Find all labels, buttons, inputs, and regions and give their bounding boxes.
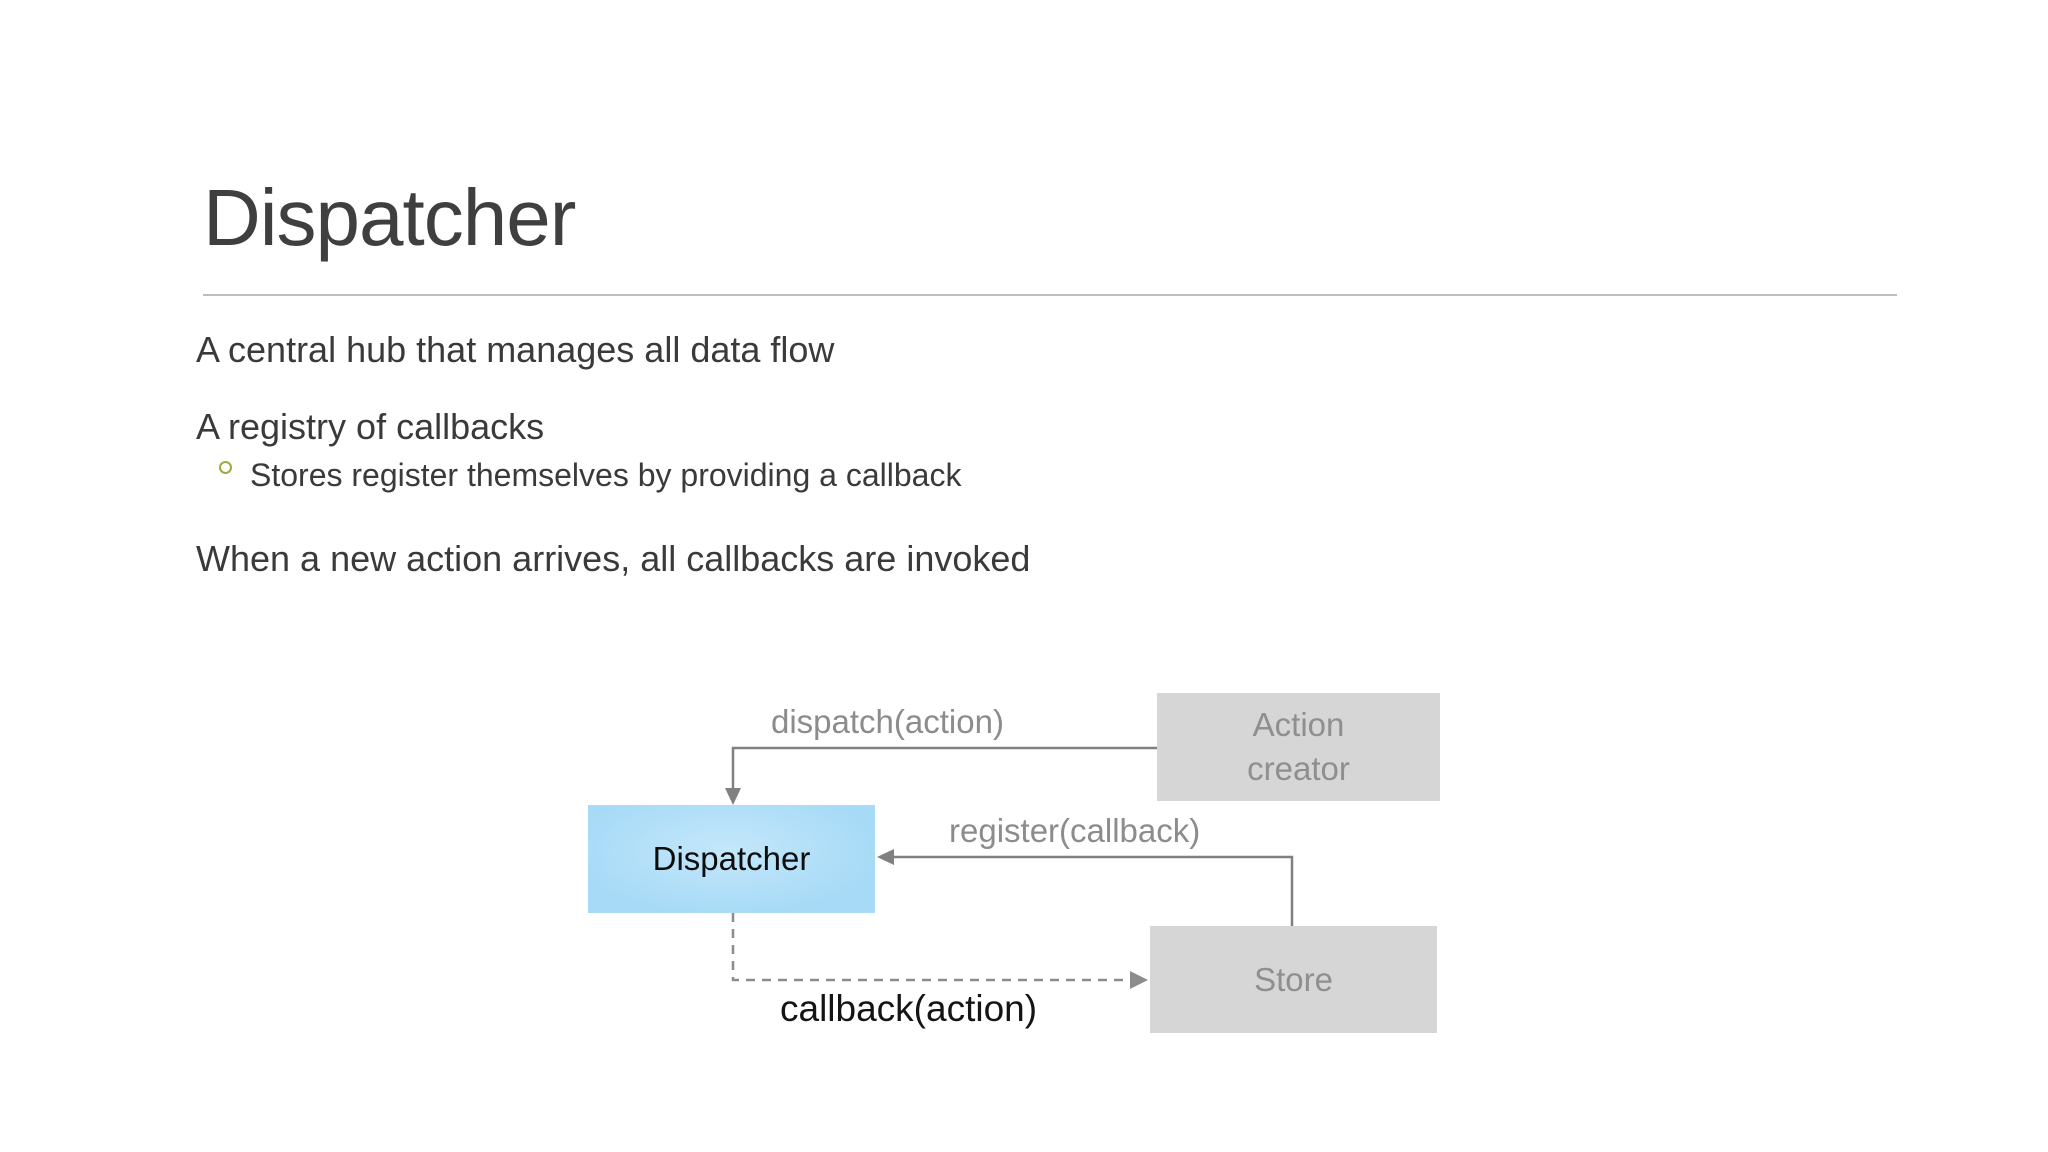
register-edge-label: register(callback) — [949, 812, 1201, 849]
callback-edge-label: callback(action) — [780, 988, 1038, 1029]
action-creator-label-line2: creator — [1247, 750, 1350, 787]
title-divider — [203, 294, 1897, 296]
dispatcher-label: Dispatcher — [652, 840, 811, 877]
sub-bullet-stores-register: Stores register themselves by providing … — [250, 457, 962, 493]
store-label: Store — [1254, 960, 1333, 998]
store-node: Store — [1150, 926, 1437, 1033]
register-arrow — [892, 855, 1294, 926]
bullet-new-action: When a new action arrives, all callbacks… — [196, 538, 1031, 579]
action-creator-label-line1: Action — [1252, 706, 1345, 743]
page-title: Dispatcher — [203, 173, 576, 262]
dispatch-arrow — [731, 746, 1157, 791]
dispatch-arrowhead-icon — [725, 788, 741, 805]
sub-bullet-marker-icon — [219, 461, 232, 474]
register-arrowhead-icon — [877, 849, 894, 865]
dispatch-edge-label: dispatch(action) — [771, 703, 1004, 740]
dispatcher-node: Dispatcher — [588, 805, 875, 913]
action-creator-node: Action creator — [1157, 693, 1440, 801]
callback-arrowhead-icon — [1130, 971, 1148, 989]
bullet-central-hub: A central hub that manages all data flow — [196, 329, 835, 370]
callback-arrow — [731, 913, 1131, 982]
bullet-registry: A registry of callbacks — [196, 406, 545, 447]
